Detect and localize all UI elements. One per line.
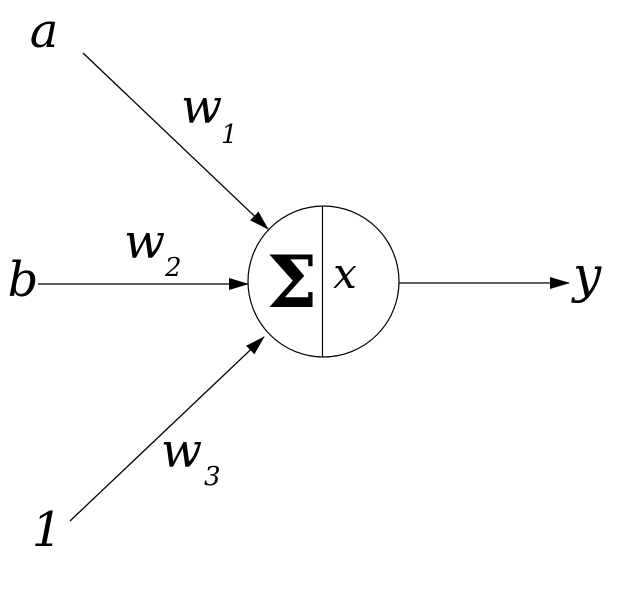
input-label-a: a <box>30 3 59 59</box>
input-label-b: b <box>8 252 39 308</box>
input-label-bias: 1 <box>32 502 63 558</box>
sum-sigma-symbol: Σ <box>267 239 318 324</box>
weight-subscript-2: 2 <box>164 253 182 283</box>
weight-label-w3: w <box>161 423 202 479</box>
edge-input-a-to-sum <box>82 52 269 230</box>
sum-node-inner-var-x: x <box>333 249 357 298</box>
output-label-y: y <box>571 246 602 304</box>
weight-subscript-1: 1 <box>221 120 238 150</box>
weight-label-w1: w <box>181 79 222 135</box>
edge-input-bias-to-sum <box>69 336 265 522</box>
sum-node-circle <box>247 205 400 358</box>
weight-subscript-3: 3 <box>204 462 221 492</box>
weight-label-w2: w <box>124 214 165 270</box>
